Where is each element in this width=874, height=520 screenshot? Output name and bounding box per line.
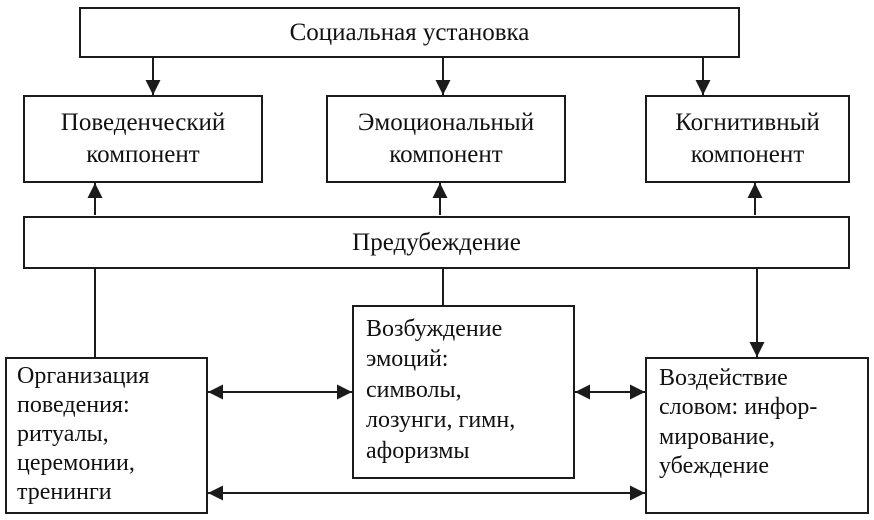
node-cognitive-component: Когнитивный компонент (645, 95, 850, 183)
node-social-attitude: Социальная установка (79, 7, 740, 58)
node-emotional-component: Эмоциональный компонент (326, 95, 566, 183)
node-word-influence: Воздействие словом: инфор- мирование, уб… (645, 357, 869, 514)
node-behavioral-component: Поведенческий компонент (23, 95, 263, 183)
node-prejudice: Предубеждение (23, 216, 850, 269)
node-behavior-organization: Организация поведения: ритуалы, церемони… (5, 357, 208, 514)
node-emotion-arousal: Возбуждение эмоций: символы, лозунги, ги… (352, 305, 575, 479)
